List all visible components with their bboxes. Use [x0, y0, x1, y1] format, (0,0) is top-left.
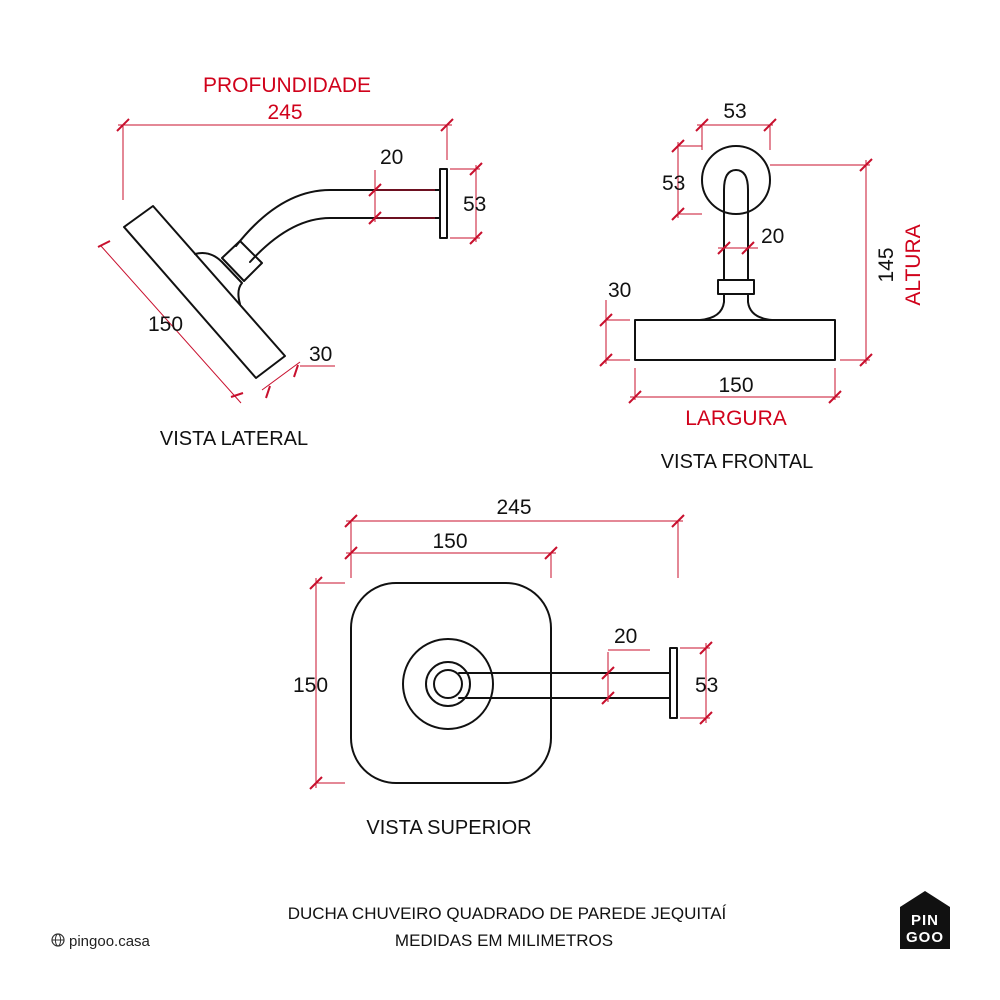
- top-width-value: 150: [432, 530, 467, 553]
- front-view-title: VISTA FRONTAL: [661, 451, 814, 473]
- front-width-value: 150: [718, 374, 753, 397]
- front-thick-value: 30: [608, 279, 631, 302]
- side-connector: [221, 240, 263, 282]
- top-height-value: 150: [293, 674, 328, 697]
- front-width-tick-left: [628, 390, 642, 404]
- side-arm-tick-bottom: [368, 211, 382, 225]
- side-depth-value: 245: [267, 101, 302, 124]
- logo-line2: GOO: [906, 929, 944, 946]
- front-flange-h-value: 53: [662, 172, 685, 195]
- front-arm-tick-right: [741, 241, 755, 255]
- front-height-value: 145: [875, 247, 898, 282]
- logo-line1: PIN: [911, 912, 939, 929]
- side-head-tick-bottom: [230, 392, 244, 398]
- front-width-tick-right: [828, 390, 842, 404]
- side-arm-value: 20: [380, 146, 403, 169]
- front-neck: [699, 293, 773, 321]
- top-width-tick-left: [344, 546, 358, 560]
- front-width-label: LARGURA: [685, 407, 787, 430]
- front-height-tick-top: [859, 158, 873, 172]
- top-width-tick-right: [544, 546, 558, 560]
- top-height-tick-top: [309, 576, 323, 590]
- side-view-title: VISTA LATERAL: [160, 428, 308, 450]
- front-head: [634, 319, 836, 361]
- front-flange-h-tick-top: [671, 139, 685, 153]
- side-view: PROFUNDIDADE 245 20 53 150 30 VISTA LATE…: [97, 74, 486, 450]
- side-depth-tick-right: [440, 118, 454, 132]
- side-arm-bottom: [249, 217, 441, 263]
- caption-title: DUCHA CHUVEIRO QUADRADO DE PAREDE JEQUIT…: [288, 904, 727, 923]
- top-depth-tick-left: [344, 514, 358, 528]
- front-flange: [701, 145, 771, 215]
- side-thick-value: 30: [309, 343, 332, 366]
- front-flange-h-tick-bottom: [671, 207, 685, 221]
- top-depth-tick-right: [671, 514, 685, 528]
- top-flange-tick-bottom: [699, 711, 713, 725]
- globe-icon: [51, 933, 65, 947]
- side-flange-tick-bottom: [469, 231, 483, 245]
- top-flange: [669, 647, 678, 719]
- front-thick-tick-top: [599, 313, 613, 327]
- front-flange-w-tick-left: [695, 118, 709, 132]
- top-depth-value: 245: [496, 496, 531, 519]
- front-thick-tick-bottom: [599, 353, 613, 367]
- side-thick-tick-a: [265, 385, 271, 399]
- side-head-value: 150: [148, 313, 183, 336]
- front-height-label: ALTURA: [902, 224, 925, 305]
- top-head: [350, 582, 552, 784]
- top-view-title: VISTA SUPERIOR: [366, 817, 531, 839]
- front-arm-tick-left: [717, 241, 731, 255]
- side-head-tick-top: [97, 240, 111, 248]
- side-head-dimline: [100, 245, 242, 404]
- top-arm-tick-top: [601, 666, 615, 680]
- side-head-neck: [194, 252, 243, 305]
- front-height-tick-bottom: [859, 353, 873, 367]
- top-flange-tick-top: [699, 641, 713, 655]
- top-neck-inner: [433, 669, 463, 699]
- side-flange: [439, 168, 448, 239]
- side-depth-tick-left: [116, 118, 130, 132]
- caption-units: MEDIDAS EM MILIMETROS: [395, 931, 613, 950]
- front-arm: [723, 169, 749, 249]
- top-arm-tick-bottom: [601, 691, 615, 705]
- front-flange-w-tick-right: [763, 118, 777, 132]
- side-arm-top: [235, 189, 441, 247]
- side-thick-tick-b: [293, 364, 299, 378]
- front-flange-w-value: 53: [723, 100, 746, 123]
- front-arm-value: 20: [761, 225, 784, 248]
- side-depth-label: PROFUNDIDADE: [203, 74, 371, 97]
- pingoo-logo: PIN GOO: [900, 891, 950, 949]
- side-thick-dimline: [261, 361, 301, 391]
- side-flange-value: 53: [463, 193, 486, 216]
- top-neck-ring: [425, 661, 471, 707]
- top-height-tick-bottom: [309, 776, 323, 790]
- top-view: 245 150 150 20 53 VISTA SUPERIOR: [293, 496, 718, 839]
- top-arm-value: 20: [614, 625, 637, 648]
- top-flange-value: 53: [695, 674, 718, 697]
- top-neck-outer: [402, 638, 494, 730]
- front-view: 53 53 20 30 150 LARGURA 145 ALTURA VISTA…: [599, 100, 925, 473]
- side-head-outline: [123, 205, 286, 379]
- brand-site[interactable]: pingoo.casa: [69, 933, 151, 950]
- front-connector: [717, 279, 755, 295]
- side-flange-tick-top: [469, 162, 483, 176]
- side-arm-tick-top: [368, 183, 382, 197]
